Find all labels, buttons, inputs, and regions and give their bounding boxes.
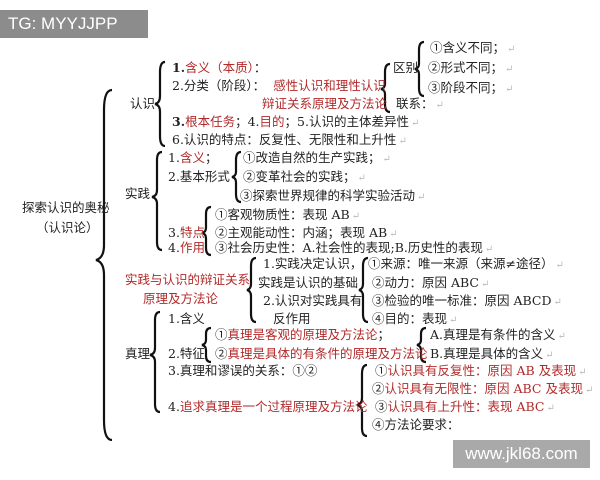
site-watermark: www.jkl68.com (453, 440, 590, 468)
process-item: ③认识具有上升性：表现 ABC (375, 399, 555, 417)
qubie-label: 区别 (393, 60, 419, 75)
shijian-l1: 1.含义； (168, 150, 218, 165)
brace-ab (416, 326, 427, 364)
brace-tezheng (201, 326, 212, 364)
renshi-l2b: 辩证关系原理及方法论 (262, 96, 388, 111)
relation-label: 实践与认识的辩证关系 (125, 272, 251, 287)
brace-shijian (151, 150, 163, 252)
qubie-item: ①含义不同； (430, 40, 515, 58)
trait-item: ①客观物质性：表现 AB (215, 207, 360, 225)
renshi-l1: 1.含义（本质）： (172, 60, 267, 75)
brace-zhenli (149, 310, 161, 414)
brace-process (356, 363, 368, 438)
brace-fenlei (380, 62, 391, 114)
node-shijian: 实践 (125, 186, 151, 201)
shijian-l4: 4.作用 (168, 240, 205, 255)
brace-relation (246, 256, 257, 324)
brace-forms (231, 150, 242, 204)
tezheng-item: ②真理是具体的有条件的原理及方法论 (215, 346, 428, 361)
qubie-item: ③阶段不同； (428, 80, 513, 98)
process-item: ②认识具有无限性：原因 ABC 及表现 (372, 381, 593, 399)
zhenli-l3: 3.真理和谬误的关系：①② (168, 363, 318, 378)
lianxi-label: 联系： (396, 96, 444, 114)
trait-item: ②主观能动性：内涵；表现 AB (215, 225, 398, 243)
channel-tag: TG: MYYJJPP (0, 10, 148, 38)
root-title: 探索认识的奥秘 (22, 200, 110, 215)
renshi-l6: 6.认识的特点：反复性、无限性和上升性 (172, 132, 407, 150)
relation-p1: 1.实践决定认识， (263, 256, 363, 271)
form-item: ③探索世界规律的科学实验活动 (240, 188, 425, 206)
brace-relation-items (358, 256, 369, 324)
zhenli-l2: 2.特征 (168, 346, 205, 361)
process-item: ④方法论要求： (372, 417, 460, 432)
relation-item: ①来源：唯一来源（来源≠途径） (368, 256, 564, 274)
zhenli-l1: 1.含义 (168, 311, 205, 326)
qubie-item: ②形式不同； (428, 60, 513, 78)
relation-p1b: 实践是认识的基础 (258, 275, 359, 290)
shijian-l2: 2.基本形式 (168, 169, 230, 184)
ab-item: B.真理是具体的含义 (430, 346, 554, 364)
root-subtitle: （认识论） (36, 220, 99, 235)
brace-traits (201, 205, 212, 257)
relation-label-2: 原理及方法论 (143, 291, 219, 306)
brace-root (95, 88, 113, 442)
relation-item: ②动力：原因 ABC (372, 275, 489, 293)
ab-item: A.真理是有条件的含义 (430, 327, 566, 345)
relation-item: ④目的：表现 (372, 311, 457, 329)
tezheng-item: ①真理是客观的原理及方法论； (215, 327, 391, 342)
shijian-l3: 3.特点 (168, 225, 205, 240)
brace-qubie (414, 40, 425, 98)
zhenli-l4: 4.追求真理是一个过程原理及方法论 (168, 399, 368, 414)
relation-p2: 2.认识对实践具有 (263, 293, 363, 308)
relation-item: ③检验的唯一标准：原因 ABCD (372, 293, 562, 311)
process-item: ①认识具有反复性：原因 AB 及表现 (375, 363, 587, 381)
node-renshi: 认识 (130, 96, 156, 111)
trait-item: ③社会历史性：A.社会性的表现;B.历史性的表现 (215, 240, 493, 258)
relation-p2b: 反作用 (273, 311, 311, 326)
node-zhenli: 真理 (125, 346, 151, 361)
brace-renshi (154, 60, 166, 148)
form-item: ①改造自然的生产实践； (243, 150, 391, 168)
renshi-l2: 2.分类（阶段）：感性认识和理性认识 (172, 78, 386, 93)
form-item: ②变革社会的实践； (243, 169, 366, 187)
renshi-l3: 3.根本任务；4.目的；5.认识的主体差异性 (172, 114, 419, 132)
